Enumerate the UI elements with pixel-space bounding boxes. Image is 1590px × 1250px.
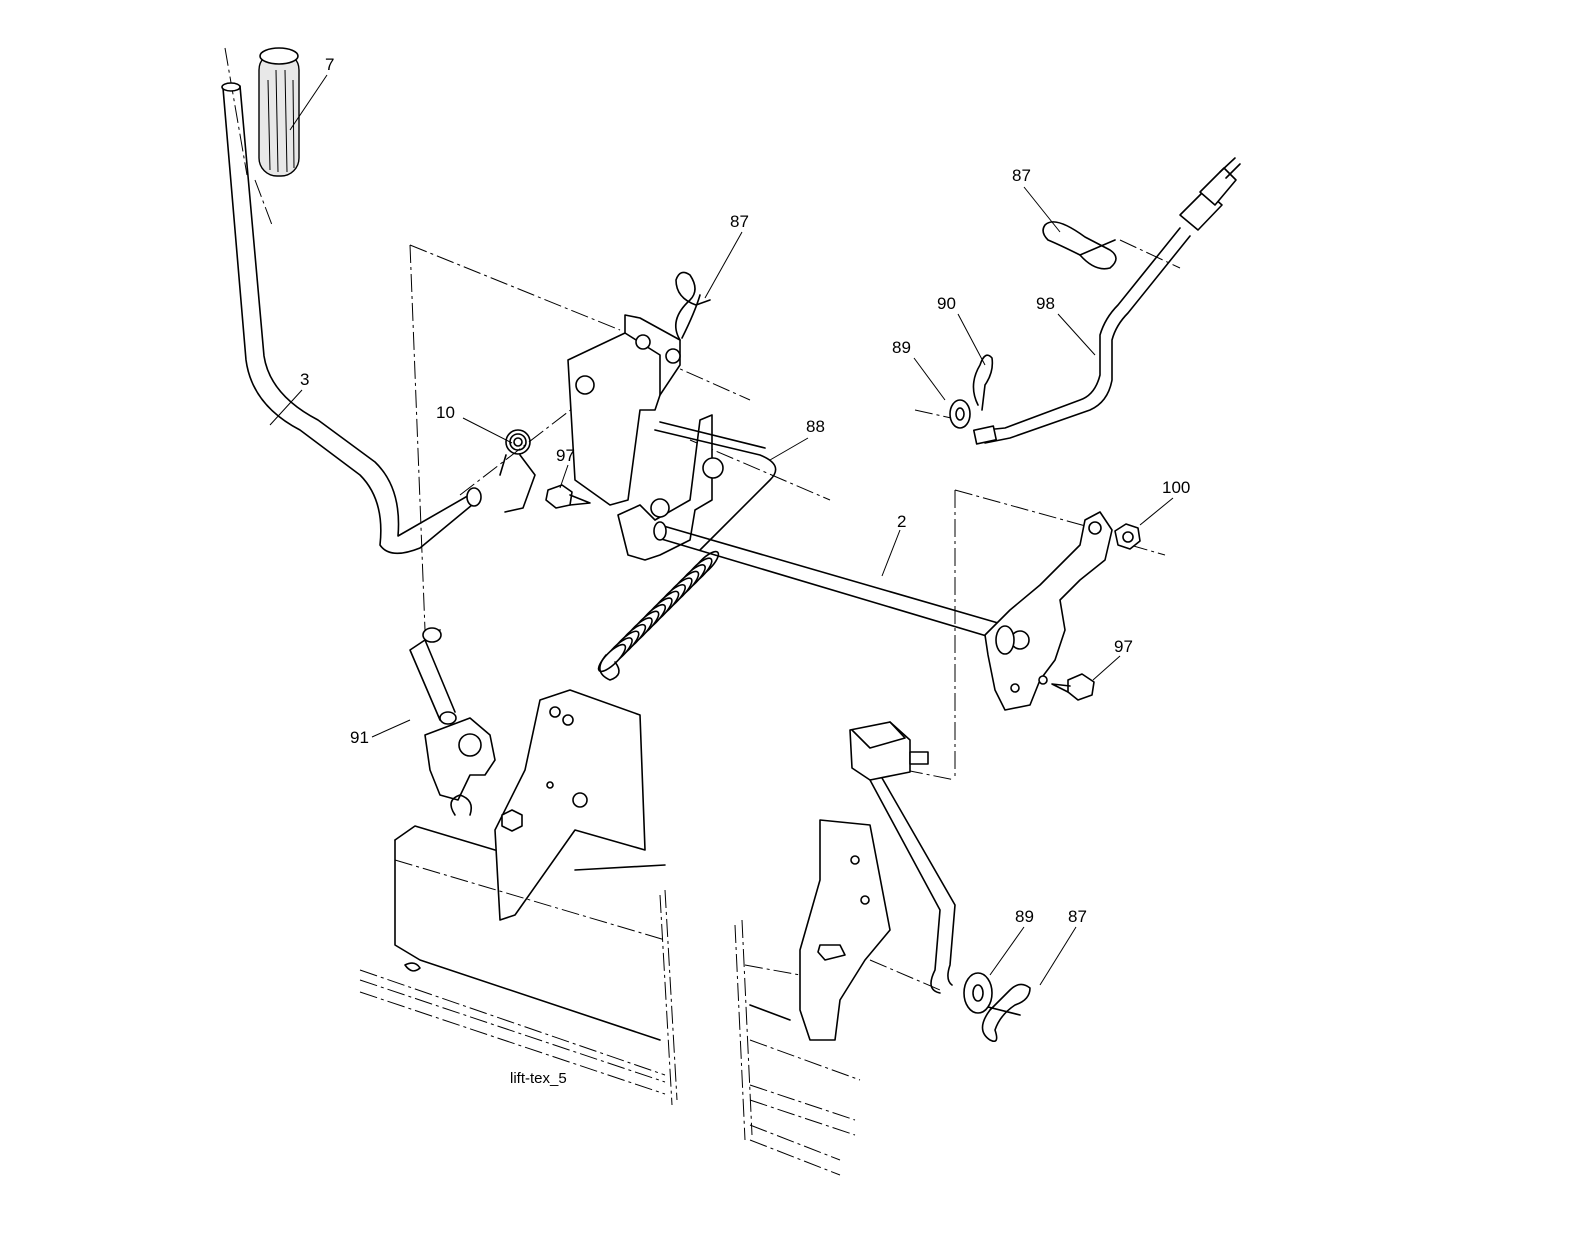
callout-90: 90 bbox=[937, 294, 956, 313]
callout-87-top-right: 87 bbox=[1012, 166, 1031, 185]
diagram-caption: lift-tex_5 bbox=[510, 1070, 567, 1087]
hex-bolt-right bbox=[1051, 673, 1095, 701]
handle-grip bbox=[258, 47, 300, 177]
washer-bottom bbox=[963, 972, 993, 1014]
left-deck-outline bbox=[359, 825, 678, 1106]
hairpin-clip-top-mid bbox=[674, 271, 711, 341]
hex-bolt-left bbox=[545, 484, 591, 509]
lift-link bbox=[409, 627, 457, 725]
center-plate bbox=[617, 414, 724, 561]
pivot-bracket bbox=[567, 314, 681, 506]
lift-shaft bbox=[653, 521, 1006, 641]
callout-7: 7 bbox=[325, 55, 334, 74]
callout-10: 10 bbox=[436, 403, 455, 422]
callout-91: 91 bbox=[350, 728, 369, 747]
center-lines bbox=[224, 47, 1181, 991]
lift-handle-rod bbox=[221, 82, 482, 555]
callout-97-left: 97 bbox=[556, 446, 575, 465]
hex-nut bbox=[1114, 523, 1141, 550]
spring-link bbox=[654, 421, 777, 551]
assist-spring bbox=[597, 550, 720, 681]
right-lower-bracket bbox=[799, 721, 956, 1041]
torsion-spring bbox=[499, 429, 536, 513]
callout-100: 100 bbox=[1162, 478, 1190, 497]
callouts: 7 3 87 87 90 98 89 10 97 88 2 100 97 91 … bbox=[300, 55, 1190, 926]
spring-coil bbox=[597, 643, 627, 673]
callout-2: 2 bbox=[897, 512, 906, 531]
adjustment-rod bbox=[972, 157, 1241, 445]
hairpin-clip-top-right bbox=[1042, 221, 1117, 270]
washer-top bbox=[949, 399, 971, 429]
leader-lines bbox=[269, 74, 1174, 986]
callout-97-right: 97 bbox=[1114, 637, 1133, 656]
left-lower-bracket bbox=[424, 689, 646, 921]
callout-87-top-mid: 87 bbox=[730, 212, 749, 231]
callout-89-top: 89 bbox=[892, 338, 911, 357]
callout-89-bottom: 89 bbox=[1015, 907, 1034, 926]
callout-87-bottom: 87 bbox=[1068, 907, 1087, 926]
callout-98: 98 bbox=[1036, 294, 1055, 313]
callout-3: 3 bbox=[300, 370, 309, 389]
retaining-clip bbox=[972, 354, 994, 411]
right-lift-arm bbox=[984, 511, 1113, 711]
right-deck-outline bbox=[734, 919, 861, 1176]
callout-88: 88 bbox=[806, 417, 825, 436]
